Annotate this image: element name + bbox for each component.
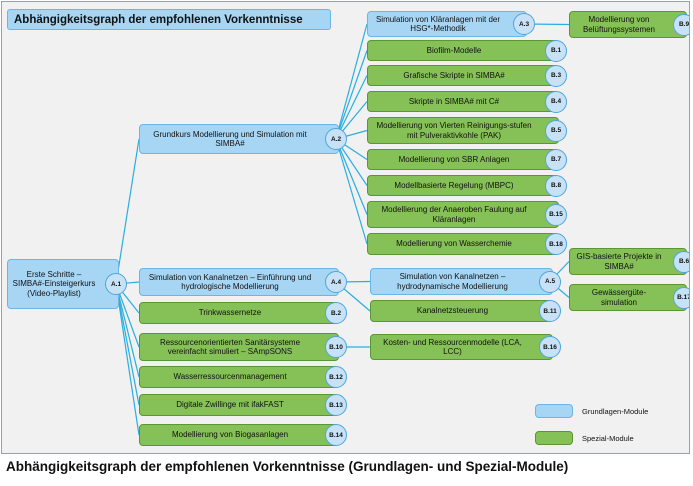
dependency-edge-a-2-b-15 bbox=[335, 138, 368, 215]
module-label: Grundkurs Modellierung und Simulation mi… bbox=[153, 129, 307, 148]
dependency-edge-a-1-b-10 bbox=[115, 283, 140, 348]
module-label: Modellierung der Anaeroben Faulung auf K… bbox=[381, 205, 527, 224]
module-node-a-1: Erste Schritte – SIMBA#-Einsteigerkurs (… bbox=[7, 259, 119, 309]
module-label: Skripte in SIMBA# mit C# bbox=[408, 96, 500, 106]
connector-layer bbox=[115, 23, 570, 436]
module-label: Simulation von Kanalnetzen – Einführung … bbox=[148, 272, 312, 291]
module-label: Digitale Zwillinge mit ifakFAST bbox=[176, 400, 284, 410]
module-node-b-8: Modellbasierte Regelung (MBPC) bbox=[367, 175, 559, 196]
module-label: Kanalnetzsteuerung bbox=[416, 306, 489, 316]
dependency-edge-a-1-a-2 bbox=[115, 138, 140, 285]
module-node-b-4: Skripte in SIMBA# mit C# bbox=[367, 91, 559, 112]
module-node-b-11: Kanalnetzsteuerung bbox=[370, 300, 553, 322]
module-id-badge: A.2 bbox=[325, 128, 347, 150]
dependency-edge-a-2-a-3 bbox=[335, 23, 368, 140]
module-id-badge: A.5 bbox=[539, 270, 561, 293]
module-id-badge: B.5 bbox=[545, 119, 567, 142]
module-id-badge: A.3 bbox=[513, 13, 535, 35]
module-id-badge: B.8 bbox=[545, 174, 567, 197]
module-label: Simulation von Kanalnetzen – hydrodynami… bbox=[397, 272, 508, 291]
module-label: Modellbasierte Regelung (MBPC) bbox=[394, 180, 514, 190]
module-id-badge: B.15 bbox=[545, 203, 567, 226]
module-label: Modellierung von SBR Anlagen bbox=[398, 154, 510, 164]
diagram-canvas: Abhängigkeitsgraph der empfohlenen Vorke… bbox=[1, 1, 690, 454]
module-id-badge: B.16 bbox=[539, 336, 561, 358]
module-id-badge: B.9 bbox=[673, 13, 689, 36]
legend-spezial-swatch bbox=[535, 431, 573, 445]
module-label: Trinkwassernetze bbox=[198, 308, 262, 318]
module-label: Modellierung von Biogasanlagen bbox=[171, 430, 289, 440]
module-label: Modellierung von Vierten Reinigungs-stuf… bbox=[376, 121, 532, 140]
module-node-b-9: Modellierung von Belüftungssystemen bbox=[569, 11, 687, 38]
module-id-badge: B.2 bbox=[325, 302, 347, 324]
module-id-badge: B.7 bbox=[545, 148, 567, 171]
dependency-edge-a-1-b-12 bbox=[115, 283, 140, 378]
module-node-b-15: Modellierung der Anaeroben Faulung auf K… bbox=[367, 201, 559, 228]
module-id-badge: A.4 bbox=[325, 271, 347, 293]
module-node-b-10: Ressourcenorientierten Sanitärsysteme ve… bbox=[139, 333, 339, 361]
module-node-b-16: Kosten- und Ressourcenmodelle (LCA, LCC) bbox=[370, 334, 553, 360]
module-node-b-17: Gewässergüte-simulation bbox=[569, 284, 687, 311]
module-id-badge: B.14 bbox=[325, 424, 347, 446]
module-label: Grafische Skripte in SIMBA# bbox=[403, 70, 505, 80]
module-id-badge: B.6 bbox=[673, 250, 689, 273]
module-id-badge: B.18 bbox=[545, 233, 567, 255]
module-node-b-14: Modellierung von Biogasanlagen bbox=[139, 424, 339, 446]
module-id-badge: B.11 bbox=[539, 300, 561, 322]
module-id-badge: B.10 bbox=[325, 336, 347, 358]
module-label: Gewässergüte-simulation bbox=[591, 288, 647, 307]
module-label: Biofilm-Modelle bbox=[426, 45, 482, 55]
module-label: Ressourcenorientierten Sanitärsysteme ve… bbox=[159, 337, 301, 356]
module-id-badge: B.4 bbox=[545, 90, 567, 113]
module-node-b-1: Biofilm-Modelle bbox=[367, 40, 559, 61]
module-id-badge: B.1 bbox=[545, 39, 567, 62]
module-node-b-3: Grafische Skripte in SIMBA# bbox=[367, 65, 559, 86]
module-node-a-5: Simulation von Kanalnetzen – hydrodynami… bbox=[370, 268, 553, 295]
module-node-b-12: Wasserressourcenmanagement bbox=[139, 366, 339, 388]
module-id-badge: B.13 bbox=[325, 394, 347, 416]
dependency-edge-a-1-b-13 bbox=[115, 283, 140, 406]
module-node-b-18: Modellierung von Wasserchemie bbox=[367, 233, 559, 255]
legend-spezial-label: Spezial-Module bbox=[582, 434, 634, 443]
module-node-b-6: GIS-basierte Projekte in SIMBA# bbox=[569, 248, 687, 275]
module-label: Simulation von Kläranlagen mit der HSG*-… bbox=[375, 14, 501, 33]
module-id-badge: B.12 bbox=[325, 366, 347, 388]
legend-grundlagen-swatch bbox=[535, 404, 573, 418]
module-node-a-2: Grundkurs Modellierung und Simulation mi… bbox=[139, 124, 339, 154]
module-node-b-13: Digitale Zwillinge mit ifakFAST bbox=[139, 394, 339, 416]
module-id-badge: B.3 bbox=[545, 64, 567, 87]
module-label: Modellierung von Belüftungssystemen bbox=[582, 15, 656, 34]
module-id-badge: A.1 bbox=[105, 273, 127, 295]
module-node-b-2: Trinkwassernetze bbox=[139, 302, 339, 324]
diagram-title: Abhängigkeitsgraph der empfohlenen Vorke… bbox=[7, 9, 331, 30]
module-id-badge: B.17 bbox=[673, 286, 689, 309]
module-node-b-5: Modellierung von Vierten Reinigungs-stuf… bbox=[367, 117, 559, 144]
module-node-b-7: Modellierung von SBR Anlagen bbox=[367, 149, 559, 170]
module-label: Wasserressourcenmanagement bbox=[173, 372, 287, 382]
figure-caption: Abhängigkeitsgraph der empfohlenen Vorke… bbox=[6, 459, 569, 474]
dependency-edge-a-2-b-1 bbox=[335, 50, 368, 140]
legend-grundlagen-label: Grundlagen-Module bbox=[582, 407, 649, 416]
module-label: Erste Schritte – SIMBA#-Einsteigerkurs (… bbox=[12, 270, 96, 298]
module-label: Kosten- und Ressourcenmodelle (LCA, LCC) bbox=[383, 337, 522, 356]
module-label: GIS-basierte Projekte in SIMBA# bbox=[576, 252, 662, 271]
module-label: Modellierung von Wasserchemie bbox=[396, 239, 512, 249]
module-node-a-3: Simulation von Kläranlagen mit der HSG*-… bbox=[367, 11, 527, 37]
module-node-a-4: Simulation von Kanalnetzen – Einführung … bbox=[139, 268, 339, 296]
dependency-edge-a-2-b-18 bbox=[335, 138, 368, 245]
dependency-edge-a-1-b-14 bbox=[115, 283, 140, 436]
